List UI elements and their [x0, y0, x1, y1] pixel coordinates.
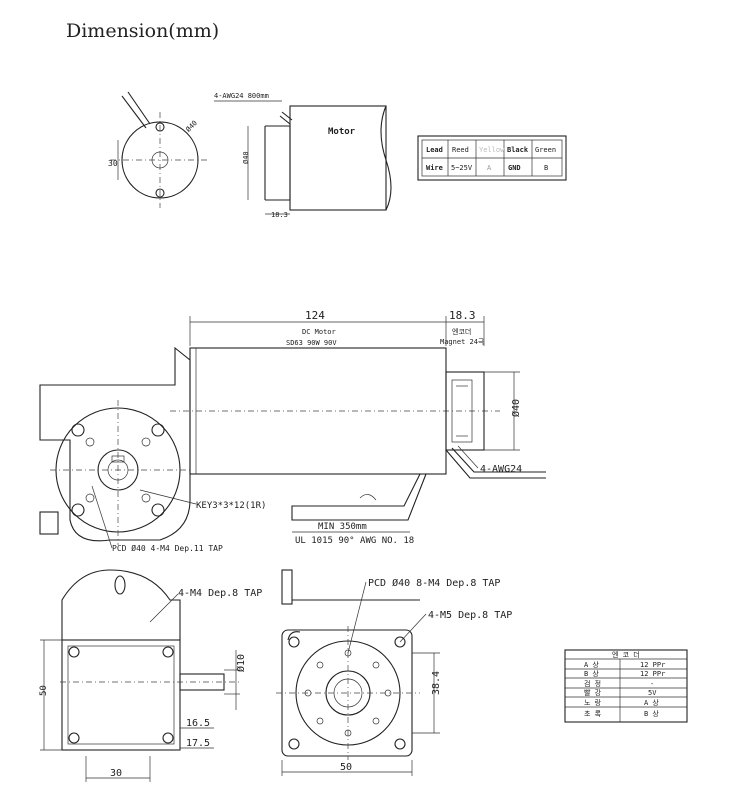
side-dim-18-3: 18.3 [449, 309, 476, 322]
wire-table-r2-c3: A [487, 164, 492, 172]
top-dim-30: 30 [108, 159, 118, 168]
side-encoder: 엔코더 [452, 327, 471, 336]
bottom-dim-38-4: 38.4 [431, 671, 442, 695]
encoder-row-1-value: 12 PPr [640, 661, 665, 669]
side-pcd40-4: PCD Ø40 4-M4 Dep.11 TAP [112, 543, 223, 553]
encoder-row-6-label: 초 록 [584, 710, 602, 718]
encoder-row-4-label: 빨 강 [584, 688, 602, 697]
encoder-row-6-value: B 상 [644, 709, 659, 718]
wire-table-r2-c4: GND [508, 164, 521, 172]
bottom-dim-50-h: 50 [340, 762, 352, 773]
top-motor-label: Motor [328, 127, 356, 137]
bottom-dim-30: 30 [110, 768, 122, 779]
wire-table-r1-c5: Green [535, 146, 556, 154]
wire-table-r2-c5: B [544, 164, 548, 172]
encoder-row-5-label: 노 랑 [584, 699, 602, 707]
bottom-dim-phi10: Ø10 [235, 654, 247, 672]
page-title: Dimension(mm) [66, 20, 220, 42]
encoder-row-5-value: A 상 [644, 698, 659, 707]
wire-table-r1-c1: Lead [426, 146, 443, 154]
top-dim-40-diag: Ø40 [184, 119, 199, 134]
side-ul: UL 1015 90° AWG NO. 18 [295, 536, 414, 546]
bottom-right-drawing: PCD Ø40 8-M4 Dep.8 TAP 4-M5 Dep.8 TAP 38… [276, 569, 512, 776]
encoder-table-header: 엔 코 더 [612, 650, 640, 659]
side-dim-40: Ø40 [510, 399, 522, 417]
bottom-m4-tap: 4-M4 Dep.8 TAP [178, 588, 262, 599]
bottom-dim-17-5: 17.5 [186, 738, 210, 749]
side-magnet: Magnet 24극 [440, 338, 485, 346]
encoder-row-3-value: - [650, 680, 654, 688]
bottom-dim-50-v: 50 [39, 685, 49, 696]
top-dim-40-vert: Ø40 [242, 151, 250, 164]
wire-table-r1-c4: Black [507, 146, 529, 154]
encoder-row-1-label: A 상 [584, 660, 599, 669]
bottom-left-drawing: 50 Ø10 16.5 17.5 30 4-M4 Dep.8 TAP [39, 569, 262, 782]
wire-table-r2-c1: Wire [426, 164, 443, 172]
top-dim-18-3: 18.3 [271, 211, 288, 219]
side-view-drawing: 124 18.3 DC Motor SD63 90W 90V 엔코더 Magne… [39, 309, 546, 553]
encoder-table: 엔 코 더 A 상 12 PPr B 상 12 PPr 검 정 - 빨 강 5V… [564, 649, 688, 723]
side-model: SD63 90W 90V [286, 339, 337, 347]
side-min-len: MIN 350mm [318, 522, 367, 532]
wire-table-r1-c2: Reed [452, 146, 469, 154]
bottom-m5-tap: 4-M5 Dep.8 TAP [428, 610, 512, 621]
encoder-row-2-value: 12 PPr [640, 670, 665, 678]
wire-table-r2-c2: 5~25V [451, 164, 473, 172]
encoder-row-4-value: 5V [648, 689, 657, 697]
side-dc-motor: DC Motor [302, 328, 336, 336]
side-key: KEY3*3*12(1R) [196, 501, 266, 511]
top-wire-spec: 4-AWG24 800mm [214, 92, 269, 100]
encoder-row-3-label: 검 정 [584, 679, 601, 688]
bottom-pcd40-8: PCD Ø40 8-M4 Dep.8 TAP [368, 577, 500, 589]
wire-table-r1-c3: Yellow [479, 146, 505, 154]
encoder-row-2-label: B 상 [584, 669, 599, 678]
side-awg: 4-AWG24 [480, 464, 522, 475]
bottom-dim-16-5: 16.5 [186, 718, 210, 729]
top-drawing: 30 Ø40 4-AWG24 800mm Motor Ø40 18.3 Lead… [108, 91, 567, 219]
side-dim-124: 124 [305, 309, 325, 322]
